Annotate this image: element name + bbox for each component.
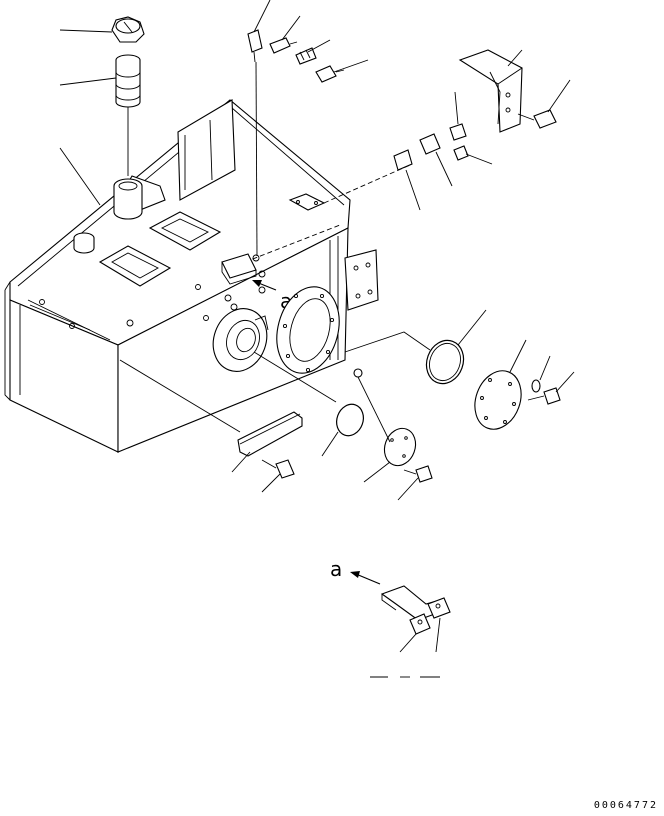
- drain-valve: [353, 368, 391, 443]
- elbow-fitting: [449, 123, 467, 141]
- fuel-tank-body: [4, 99, 351, 453]
- o-ring-large: [425, 339, 465, 385]
- filler-cap: [111, 16, 145, 43]
- detail-switch-lower: [409, 613, 431, 635]
- detail-arrow-head: [350, 571, 360, 578]
- guard-bracket: [458, 49, 523, 133]
- level-sender: [247, 29, 263, 257]
- bracket-bolt: [517, 109, 557, 129]
- sender-mounting-pad: [244, 164, 411, 263]
- flange-cover: [474, 370, 522, 430]
- plug-fitting: [453, 145, 469, 161]
- nipple-fitting: [393, 149, 413, 171]
- drawing-number: 00064772: [593, 800, 658, 811]
- detail-view-a: a: [330, 557, 451, 678]
- fitting-adapter: [269, 37, 298, 54]
- filler-strainer: [115, 54, 141, 176]
- union-fitting: [419, 133, 441, 155]
- drain-cover: [383, 427, 417, 467]
- view-label-detail: a: [330, 557, 342, 581]
- side-mounting-plate: [344, 249, 379, 311]
- leader-lines: [59, 0, 575, 501]
- angle-bracket-bolt: [261, 459, 295, 479]
- o-ring-small: [336, 403, 364, 437]
- cover-washer: [531, 379, 541, 393]
- drain-boss: [212, 308, 269, 372]
- angle-bracket: [237, 411, 303, 457]
- tank-fastener-dots: [39, 270, 266, 329]
- filler-neck: [113, 175, 166, 220]
- fitting-elbow: [315, 65, 345, 83]
- top-access-covers: [73, 211, 222, 287]
- rear-bracket: [177, 99, 236, 201]
- fitting-clip: [295, 47, 317, 65]
- side-flange-port: [276, 286, 340, 374]
- sensor-block: [221, 253, 260, 285]
- detail-switch-upper: [427, 597, 451, 619]
- drain-cover-bolt: [403, 465, 433, 483]
